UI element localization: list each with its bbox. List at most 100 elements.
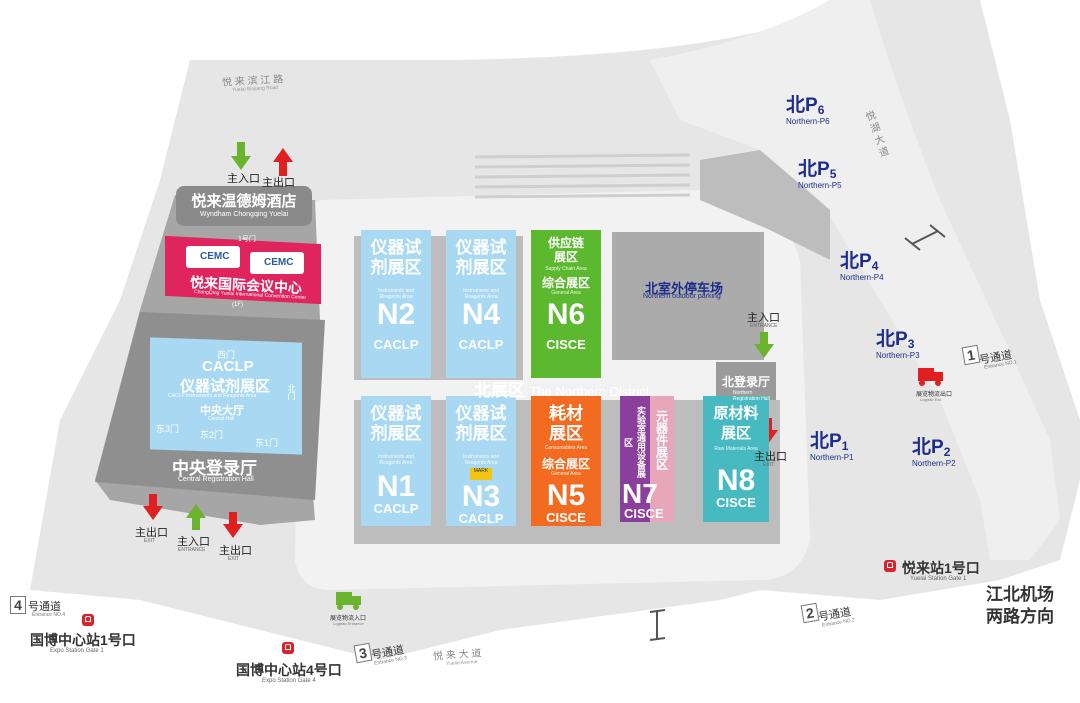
arrow-green-up-bottom [186,504,206,530]
hall-n4[interactable]: 仪器试剂展区 Instruments and Reagents Area N4 … [446,230,516,378]
parking-p6[interactable]: 北P6 Northern-P6 [786,90,830,126]
parking-p1[interactable]: 北P1 Northern-P1 [810,426,854,462]
station-expo-gate1[interactable]: 国博中心站1号口 [30,632,136,648]
hall-n8[interactable]: 原材料展区 Raw Materials Area N8 CISCE [703,396,769,522]
logistic-exit-label: 展览物流出口 [916,392,953,398]
hall-n4-code: N4 [461,298,501,331]
hall-n8-area-en: Raw Materials Area [714,446,758,452]
station-expo-gate1-en: Expo Station Gate 1 [50,648,104,654]
hall-n6-area: 供应链展区 [547,236,584,264]
hall-n3-code: N3 [461,480,501,513]
central-hall-name: 中央大厅 [200,405,244,417]
central-hall-name-en: Central Hall [208,416,235,422]
hall-n3[interactable]: 仪器试剂展区 Instruments and Reagents Area MAR… [446,396,516,526]
hall-n5-area-en: Consumables Area [544,445,588,451]
hall-n1[interactable]: 仪器试剂展区 Instruments and Reagents Area N1 … [361,396,431,526]
hall-n8-area: 原材料展区 [713,405,759,442]
parking-p6-name: 北P6 [786,95,825,117]
hall-n4-area: 仪器试剂展区 [455,238,507,277]
hall-n2[interactable]: 仪器试剂展区 Instruments and Reagents Area N2 … [361,230,431,378]
hall-n3-area-en: Instruments and Reagents Area [463,454,499,466]
outdoor-parking-block [612,232,764,360]
hall-n3-org: CACLP [458,511,504,526]
parking-p2-en: Northern-P2 [912,459,956,468]
arrow-green-down-north [754,332,774,358]
hall-n7-code: N7 [622,478,658,509]
hall-n6-code: N6 [546,298,586,331]
parking-p4[interactable]: 北P4 Northern-P4 [840,246,884,282]
north-exit-en: EXIT [763,462,775,468]
metro-icon [282,642,294,654]
channel-4-number: 4 [10,596,26,614]
hall-n7-area: 实验室通用设备展区 [623,406,646,478]
cemc-logo-text-right: CEMC [264,257,294,268]
parking-stripes [474,153,691,199]
parking-p1-en: Northern-P1 [810,453,854,462]
hall-components-area: 元器件展区 [654,410,669,470]
north-entrance-en: ENTRANCE [750,323,778,329]
hall-n2-area-en: Instruments and Reagents Area [378,288,414,300]
parking-p5[interactable]: 北P5 Northern-P5 [798,154,842,190]
hall-n5[interactable]: 耗材展区 Consumables Area 综合展区 General Area … [531,396,601,526]
hotel-name-en: Wyndham Chongqing Yuelai [199,211,289,218]
channel-4-label: 号通道 [28,601,61,613]
hall-n6-area2-en: General Area [551,290,581,296]
top-main-exit-label: 主出口 [262,177,295,189]
hall-n6-area2: 综合展区 [541,276,590,290]
arrow-red-up-top [273,148,293,176]
metro-icon [82,614,94,626]
parking-p6-en: Northern-P6 [786,117,830,126]
hotel-block[interactable]: 悦来温德姆酒店 Wyndham Chongqing Yuelai [176,186,312,226]
parking-p3[interactable]: 北P3 Northern-P3 [876,324,920,360]
logistic-entrance-en: Logistic Entrance [333,621,364,626]
hall-n5-org: CISCE [546,510,586,525]
caclp-east1-gate: 东1门 [255,438,279,448]
bridge-marker [649,224,946,641]
parking-p5-name: 北P5 [798,159,837,181]
hall-components[interactable]: 元器件展区 [650,396,674,522]
hall-n7[interactable]: 实验室通用设备展区 [620,396,650,522]
hall-n6-area-en: Supply Chain Area [545,266,587,272]
logistic-entrance-truck-icon [336,592,361,610]
station-expo-gate4[interactable]: 国博中心站4号口 [236,662,342,678]
station-yuelai-gate1-en: Yuelai Station Gate 1 [910,576,967,582]
arrow-red-down-bottom-left [143,494,163,520]
hall-n3-area: 仪器试剂展区 [455,404,507,443]
station-yuelai-gate1[interactable]: 悦来站1号口 [902,560,980,576]
hall-n1-area: 仪器试剂展区 [370,404,422,443]
hall-n4-org: CACLP [458,337,504,352]
hall-n6[interactable]: 供应链展区 Supply Chain Area 综合展区 General Are… [531,230,601,378]
northeast-building [700,150,830,260]
parking-p4-name: 北P4 [840,251,879,273]
channel-3-number: 3 [353,642,373,664]
hall-n1-org: CACLP [373,501,419,516]
district-name-zh: 北展区 [474,381,525,400]
parking-p2[interactable]: 北P2 Northern-P2 [912,432,956,468]
caclp-east3-gate: 东3门 [156,424,180,434]
logistic-exit-en: Logistic Exit [920,397,942,402]
north-registration-name-en: Northern Registration Hall [733,390,770,402]
hall-n2-area: 仪器试剂展区 [370,238,422,277]
north-exit-label: 主出口 [754,451,787,463]
hall-n8-org: CISCE [716,495,756,510]
bottom-entrance-en: ENTRANCE [178,547,206,553]
convention-floor: (1F) [232,302,243,308]
metro-icon [884,560,896,572]
hall-n2-org: CACLP [373,337,419,352]
central-registration-name: 中央登录厅 [172,459,257,478]
parking-p3-name: 北P3 [876,329,915,351]
bottom-exit-left-label: 主出口 [135,527,168,539]
top-main-entrance-label: 主入口 [227,173,260,185]
airport-direction-line2: 两路方向 [986,607,1054,626]
bottom-exit-right-label: 主出口 [219,545,252,557]
hall-n5-area: 耗材展区 [549,404,583,443]
hall-n5-area2-en: General Area [551,471,581,477]
district-name-en: The Northern District [529,384,650,399]
parking-p3-en: Northern-P3 [876,351,920,360]
arrow-green-down-top [231,142,251,170]
hall-n8-code: N8 [716,464,756,497]
district-name: 北展区 The Northern District [474,376,649,401]
cemc-logo-left: CEMC [186,246,240,268]
outdoor-parking-name-en: Northern outdoor parking [643,293,721,300]
hall-n3-badge: MARK [470,468,492,480]
